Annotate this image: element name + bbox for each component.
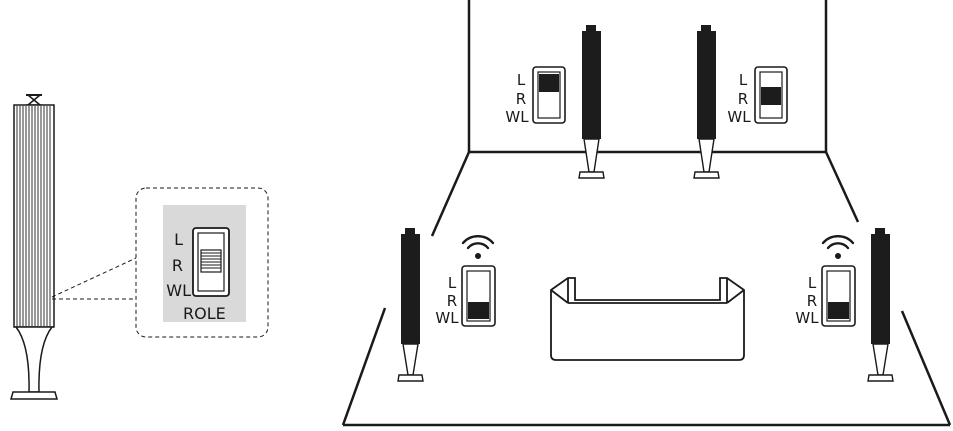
floor-right-edge-lower bbox=[900, 310, 952, 426]
switch-front-right-label-r: R bbox=[807, 292, 817, 310]
standalone-speaker bbox=[10, 94, 58, 400]
speaker-top-cap bbox=[26, 94, 42, 106]
switch-front-right-label-l: L bbox=[808, 274, 817, 292]
switch-back-left-label-r: R bbox=[516, 90, 526, 108]
speaker-stem bbox=[14, 326, 54, 393]
switch-front-right-label-wl: WL bbox=[795, 309, 819, 327]
role-label: ROLE bbox=[183, 304, 226, 323]
callout-label-r: R bbox=[172, 256, 183, 275]
switch-front-left-label-r: R bbox=[447, 292, 457, 310]
switch-back-right-label-wl: WL bbox=[727, 108, 751, 126]
speaker-front-left bbox=[397, 228, 424, 382]
switch-front-right-knob bbox=[828, 302, 849, 319]
role-switch-callout: L R WL ROLE bbox=[135, 187, 269, 338]
switch-front-right: L R WL bbox=[795, 265, 856, 327]
speaker-base bbox=[10, 391, 58, 400]
switch-back-left-label-l: L bbox=[517, 71, 526, 89]
switch-back-left: L R WL bbox=[505, 66, 566, 126]
switch-back-right-label-r: R bbox=[738, 90, 748, 108]
room bbox=[341, 0, 952, 427]
wifi-icon-front-right bbox=[821, 235, 855, 259]
switch-back-left-label-wl: WL bbox=[505, 108, 529, 126]
speaker-back-left bbox=[578, 25, 605, 179]
floor-right-edge-upper bbox=[824, 151, 860, 223]
speaker-ribs bbox=[16, 106, 51, 326]
callout-label-wl: WL bbox=[166, 281, 191, 300]
switch-back-left-knob bbox=[539, 74, 559, 92]
switch-front-left-label-l: L bbox=[448, 274, 457, 292]
switch-front-left: L R WL bbox=[435, 265, 496, 327]
switch-front-left-label-wl: WL bbox=[435, 309, 459, 327]
switch-front-left-knob bbox=[468, 302, 489, 319]
callout-leader-lines bbox=[51, 257, 137, 300]
wifi-icon-front-left bbox=[461, 235, 495, 259]
sofa bbox=[550, 277, 745, 361]
switch-back-right-label-l: L bbox=[739, 71, 748, 89]
role-switch-knob bbox=[200, 249, 222, 273]
switch-back-right: L R WL bbox=[727, 66, 788, 126]
switch-back-right-knob bbox=[761, 87, 781, 105]
speaker-front-right bbox=[867, 228, 894, 382]
callout-label-l: L bbox=[174, 230, 183, 249]
speaker-back-right bbox=[693, 25, 720, 179]
floor-left-edge-upper bbox=[430, 151, 471, 237]
floor-left-edge-lower bbox=[341, 307, 387, 426]
